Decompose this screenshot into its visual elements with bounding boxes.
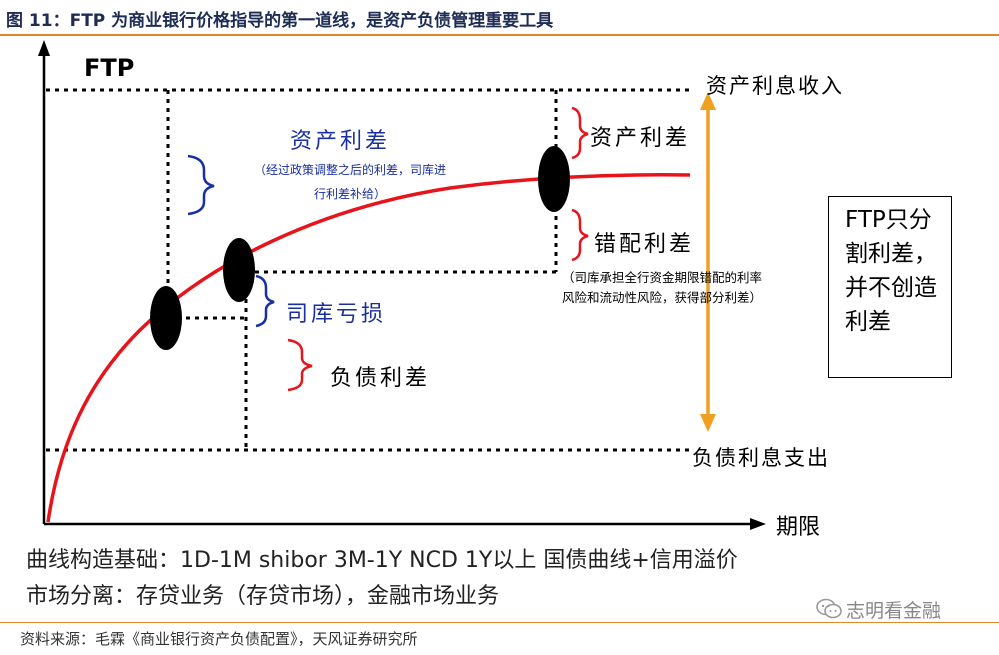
marker-left	[150, 286, 182, 350]
liability-spread-label: 负债利差	[330, 366, 431, 391]
brace-liability-spread	[287, 338, 313, 392]
asset-spread-center-label: 资产利差	[290, 129, 391, 154]
x-axis-label: 期限	[776, 515, 821, 540]
treasury-loss-label: 司库亏损	[286, 302, 387, 327]
mismatch-spread-note: （司库承担全行资金期限错配的利率风险和流动性风险，获得部分利差）	[562, 270, 763, 305]
marker-middle	[223, 238, 255, 302]
spread-range-arrow-top	[700, 92, 716, 110]
ftp-diagram	[38, 40, 766, 530]
mismatch-spread-label: 错配利差	[594, 232, 695, 257]
liability-expense-label: 负债利息支出	[692, 446, 830, 470]
brace-asset-spread-right	[571, 106, 589, 160]
watermark: 志明看金融	[816, 596, 941, 622]
ftp-callout-box: FTP只分割利差，并不创造利差	[828, 196, 952, 378]
wechat-icon	[816, 598, 842, 619]
market-separation-note: 市场分离：存贷业务（存贷市场），金融市场业务	[26, 584, 500, 609]
brace-treasury-loss	[255, 274, 275, 328]
asset-income-label: 资产利息收入	[706, 74, 844, 98]
figure-header: 图 11：FTP 为商业银行价格指导的第一道线，是资产负债管理重要工具	[0, 0, 999, 36]
source-note: 资料来源：毛霖《商业银行资产负债配置》，天风证券研究所	[20, 630, 418, 648]
y-axis-arrow	[38, 40, 50, 56]
ftp-curve	[46, 173, 691, 523]
marker-right	[538, 146, 570, 212]
brace-mismatch-spread	[571, 208, 589, 262]
watermark-text: 志明看金融	[846, 599, 942, 622]
asset-spread-note: （经过政策调整之后的利差，司库进行利差补给）	[253, 163, 446, 201]
spread-range-arrow-bottom	[700, 414, 716, 432]
figure-title: 图 11：FTP 为商业银行价格指导的第一道线，是资产负债管理重要工具	[6, 11, 554, 31]
brace-asset-spread-center	[187, 154, 215, 216]
footer-divider	[0, 622, 999, 623]
asset-spread-right-label: 资产利差	[590, 126, 691, 151]
y-axis-label: FTP	[84, 54, 135, 82]
x-axis-arrow	[750, 518, 766, 530]
curve-basis-note: 曲线构造基础：1D-1M shibor 3M-1Y NCD 1Y以上 国债曲线+…	[26, 548, 738, 573]
ftp-callout-text: FTP只分割利差，并不创造利差	[845, 207, 937, 335]
